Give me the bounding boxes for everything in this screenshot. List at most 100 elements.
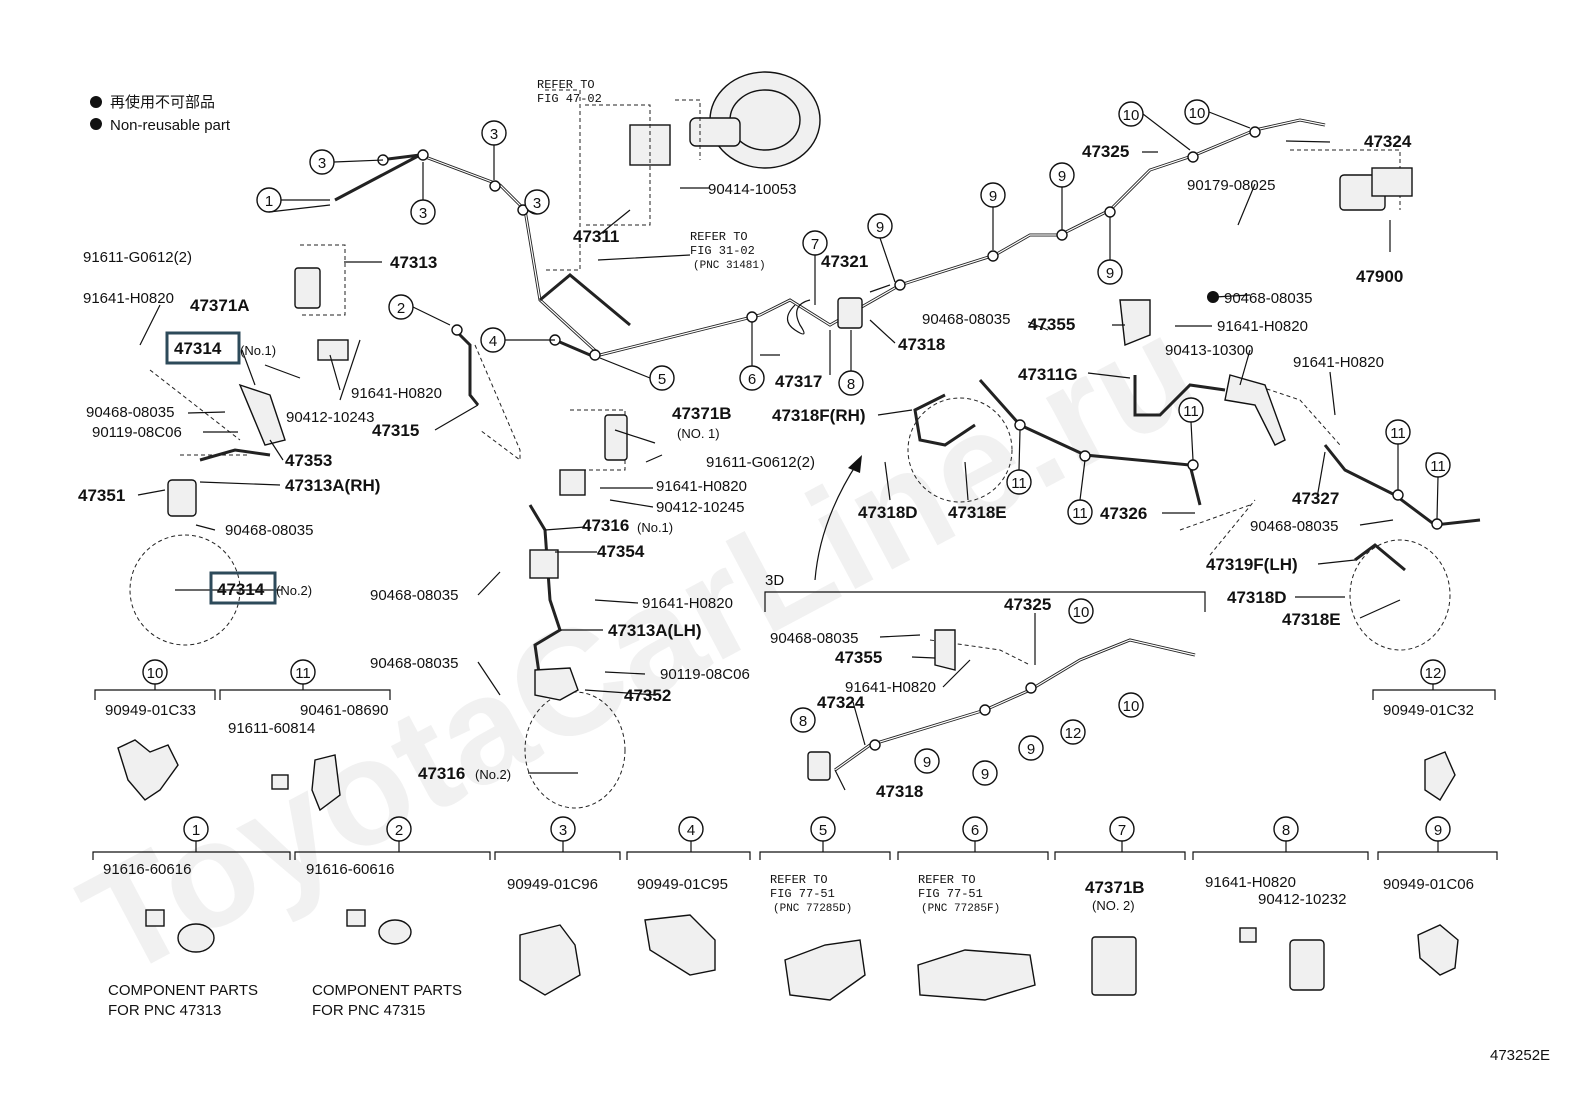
callout-9: 9 — [972, 760, 998, 786]
callout-8: 8 — [790, 707, 816, 733]
svg-text:6: 6 — [971, 822, 979, 839]
callout-10: 10 — [1068, 598, 1094, 624]
watermark: ToyotaCarLine.ru — [56, 282, 1222, 1008]
svg-text:(PNC 77285F): (PNC 77285F) — [921, 903, 1000, 915]
part-label: 47311 — [573, 227, 619, 246]
detail-5: 5 REFER TO FIG 77-51 (PNC 77285D) — [759, 816, 891, 1001]
part-label: 90468-08035 — [225, 522, 313, 539]
legend: 再使用不可部品 Non-reusable part — [90, 94, 231, 134]
part-label: 91641-H0820 — [845, 679, 936, 696]
callout-11: 11 — [1006, 469, 1032, 495]
callout-10: 10 — [1118, 692, 1144, 718]
part-label: 47318D — [858, 503, 918, 522]
callout-12: 12 — [1060, 719, 1086, 745]
part-label: (No.2) — [276, 583, 312, 598]
legend-en: Non-reusable part — [110, 117, 231, 134]
svg-text:FIG 77-51: FIG 77-51 — [918, 887, 983, 901]
part-label: 47318D — [1227, 588, 1287, 607]
refer-fig-31-02: REFER TO FIG 31-02 (PNC 31481) — [690, 230, 766, 272]
svg-text:8: 8 — [1282, 822, 1290, 839]
part-labels: 90414-10053 47311 91611-G0612(2) 47313 9… — [78, 132, 1412, 801]
callout-11: 11 — [1425, 452, 1451, 478]
svg-text:10: 10 — [1123, 698, 1140, 715]
svg-text:3: 3 — [419, 205, 427, 222]
detail-8: 8 91641-H0820 90412-10232 — [1192, 816, 1369, 991]
part-label: 90412-10243 — [286, 409, 374, 426]
part-label: 90179-08025 — [1187, 177, 1275, 194]
part-label: 47313 — [390, 253, 437, 272]
leader-lines — [137, 111, 1439, 791]
svg-text:9: 9 — [1106, 265, 1114, 282]
part-label: 47324 — [1364, 132, 1412, 151]
callout-9: 9 — [980, 182, 1006, 208]
part-label: 91641-H0820 — [656, 478, 747, 495]
detail-clip-12: 12 90949-01C32 — [1372, 659, 1496, 801]
svg-text:11: 11 — [1072, 505, 1088, 522]
part-label: 47316 — [418, 764, 465, 783]
part-label: (No.2) — [475, 767, 511, 782]
callout-4: 4 — [480, 327, 506, 353]
line-junctions — [377, 126, 1443, 751]
part-label: 47327 — [1292, 489, 1339, 508]
svg-text:COMPONENT PARTS: COMPONENT PARTS — [108, 982, 258, 999]
svg-text:6: 6 — [748, 371, 756, 388]
part-label: 47371A — [190, 296, 250, 315]
svg-text:FIG 47-02: FIG 47-02 — [537, 92, 602, 106]
part-label: 90468-08035 — [370, 587, 458, 604]
svg-text:11: 11 — [1390, 425, 1406, 442]
svg-text:12: 12 — [1065, 725, 1082, 742]
svg-text:91641-H0820: 91641-H0820 — [1205, 874, 1296, 891]
highlight-47314-no2 — [209, 571, 277, 605]
part-label: 47311G — [1018, 365, 1078, 384]
part-label: 90119-08C06 — [92, 424, 182, 441]
part-label: 47324 — [817, 693, 865, 712]
part-label: 47900 — [1356, 267, 1403, 286]
svg-text:9: 9 — [1027, 741, 1035, 758]
part-label: 47318F(RH) — [772, 406, 866, 425]
callout-8: 8 — [838, 370, 864, 396]
svg-text:3D: 3D — [765, 572, 784, 589]
part-label: 91611-G0612(2) — [706, 454, 815, 471]
svg-text:90949-01C95: 90949-01C95 — [637, 876, 728, 893]
part-label: 47352 — [624, 686, 671, 705]
svg-text:90949-01C06: 90949-01C06 — [1383, 876, 1474, 893]
part-label: 91641-H0820 — [1217, 318, 1308, 335]
part-label: 47354 — [597, 542, 645, 561]
part-label: 90412-10245 — [656, 499, 744, 516]
part-label: 47325 — [1082, 142, 1129, 161]
part-label: 90468-08035 — [86, 404, 174, 421]
svg-text:9: 9 — [876, 219, 884, 236]
svg-text:91616-60616: 91616-60616 — [306, 861, 394, 878]
brake-booster — [629, 71, 821, 169]
svg-text:COMPONENT PARTS: COMPONENT PARTS — [312, 982, 462, 999]
part-label: 47353 — [285, 451, 332, 470]
part-label: 47371B — [672, 404, 732, 423]
svg-text:9: 9 — [989, 188, 997, 205]
callout-9: 9 — [1018, 735, 1044, 761]
detail-7: 7 47371B (NO. 2) — [1054, 816, 1186, 996]
callout-11: 11 — [1067, 499, 1093, 525]
callouts: 3 3 3 3 1 2 4 5 6 7 8 9 9 9 9 10 10 11 1… — [256, 99, 1451, 786]
callout-5: 5 — [649, 365, 675, 391]
detail-4: 4 90949-01C95 — [626, 816, 751, 976]
detail-9: 9 90949-01C06 — [1377, 816, 1498, 976]
part-label: 91641-H0820 — [642, 595, 733, 612]
part-label: 90468-08035 — [922, 311, 1010, 328]
non-reusable-dot-icon — [90, 96, 102, 108]
part-label: 47319F(LH) — [1206, 555, 1298, 574]
svg-text:5: 5 — [819, 822, 827, 839]
callout-6: 6 — [739, 365, 765, 391]
svg-text:10: 10 — [147, 665, 164, 682]
part-label: (No.1) — [240, 343, 276, 358]
svg-text:3: 3 — [318, 155, 326, 172]
svg-text:1: 1 — [192, 822, 200, 839]
svg-text:8: 8 — [847, 376, 855, 393]
callout-9: 9 — [867, 213, 893, 239]
part-label: 47313A(RH) — [285, 476, 380, 495]
svg-text:9: 9 — [1058, 168, 1066, 185]
part-label: 90119-08C06 — [660, 666, 750, 683]
part-label: 91611-G0612(2) — [83, 249, 192, 266]
detail-6: 6 REFER TO FIG 77-51 (PNC 77285F) — [897, 816, 1049, 1001]
svg-text:2: 2 — [395, 822, 403, 839]
